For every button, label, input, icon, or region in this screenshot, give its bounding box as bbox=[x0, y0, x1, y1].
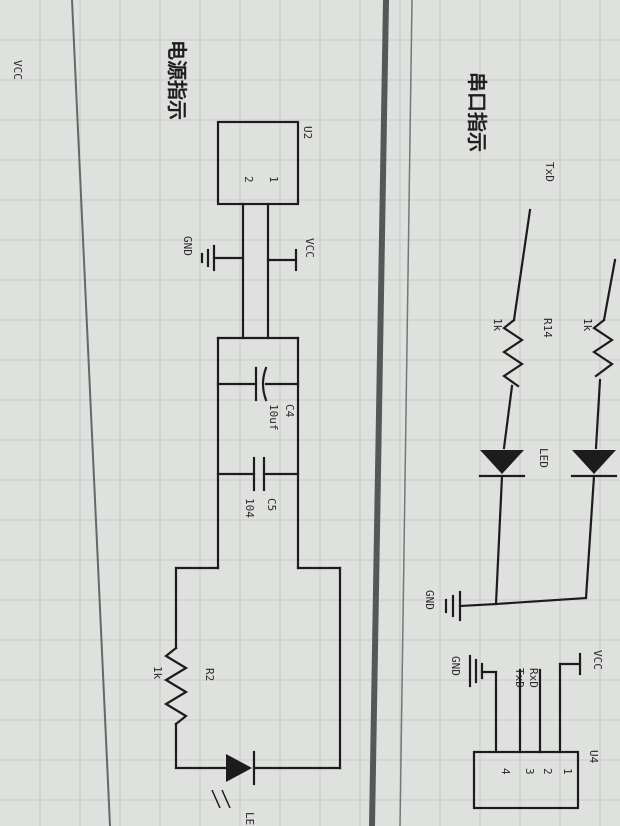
header-signal-rxd: RxD bbox=[527, 668, 540, 688]
header-pin-4: 4 bbox=[499, 768, 512, 775]
r15-value: 1k bbox=[581, 318, 594, 332]
txd-label: TxD bbox=[543, 162, 556, 182]
led-txd bbox=[480, 450, 524, 474]
header-u4 bbox=[472, 750, 580, 810]
corner-vcc-label: VCC bbox=[11, 60, 24, 80]
c5-value: 104 bbox=[243, 498, 256, 518]
left-border-line bbox=[71, 0, 111, 826]
vcc-label-left: VCC bbox=[303, 238, 316, 258]
c5-ref: C5 bbox=[265, 498, 278, 511]
c4-value: 10uf bbox=[267, 404, 280, 431]
resistor-r14 bbox=[502, 318, 524, 388]
resistor-r2 bbox=[163, 646, 189, 726]
left-panel-title: 电源指示 bbox=[165, 40, 189, 120]
c4-ref: C4 bbox=[283, 404, 296, 418]
led-txd-ref: LED bbox=[537, 448, 550, 468]
connector-u2-pin1: 1 bbox=[267, 176, 280, 183]
gnd-label-right-2: GND bbox=[449, 656, 462, 676]
header-u4-ref: U4 bbox=[587, 750, 600, 764]
gnd-label-right-1: GND bbox=[423, 590, 436, 610]
r2-value: 1k bbox=[151, 666, 164, 680]
led-left-ref: LED bbox=[243, 812, 256, 826]
connector-u2-pin2: 2 bbox=[242, 176, 255, 183]
led-rxd bbox=[572, 450, 616, 474]
r14-ref: R14 bbox=[541, 318, 554, 338]
header-pin-3: 3 bbox=[523, 768, 536, 775]
vcc-label-right: VCC bbox=[591, 650, 604, 670]
right-panel-title: 串口指示 bbox=[465, 72, 489, 152]
r2-ref: R2 bbox=[203, 668, 216, 681]
panel-divider bbox=[369, 0, 389, 826]
connector-u2-ref: U2 bbox=[301, 126, 314, 139]
gnd-label-left: GND bbox=[181, 236, 194, 256]
resistor-r15 bbox=[592, 318, 614, 378]
header-pin-2: 2 bbox=[541, 768, 554, 775]
led-left bbox=[226, 754, 252, 782]
r14-value: 1k bbox=[491, 318, 504, 332]
connector-u2 bbox=[216, 120, 300, 206]
header-pin-1: 1 bbox=[561, 768, 574, 775]
panel-divider-inner bbox=[399, 0, 413, 826]
